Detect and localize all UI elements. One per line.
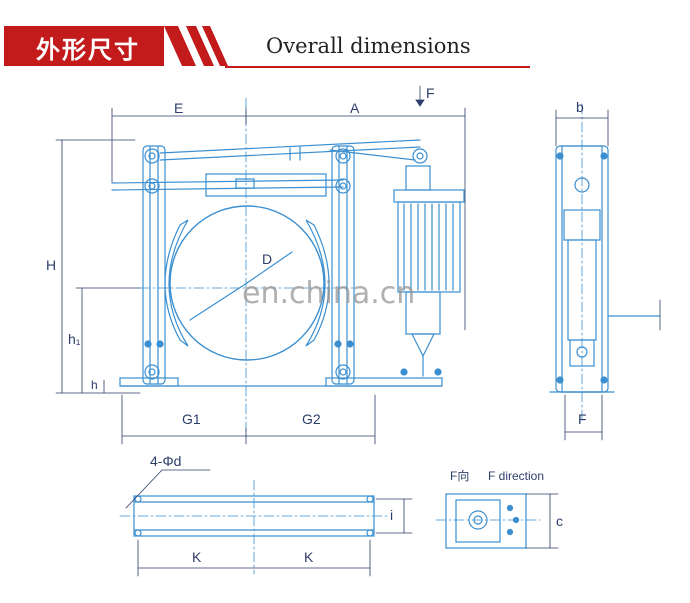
label-D: D — [262, 251, 272, 267]
watermark: en.china.cn — [242, 276, 416, 311]
side-view — [549, 103, 661, 421]
label-G1: G1 — [182, 411, 201, 427]
label-h1: h₁ — [68, 331, 81, 347]
label-hole: 4-Φd — [150, 453, 181, 469]
label-G2: G2 — [302, 411, 321, 427]
label-i: i — [390, 507, 393, 523]
header-banner — [4, 26, 164, 66]
header-underline — [225, 66, 530, 68]
header-title-cn: 外形尺寸 — [36, 35, 140, 64]
label-c: c — [556, 513, 563, 529]
label-F-arrow: F — [426, 85, 435, 101]
f-direction-dimension-lines — [525, 493, 559, 549]
label-F-bottom: F — [578, 411, 587, 427]
base-dimension-lines — [125, 469, 413, 577]
label-b: b — [576, 99, 584, 115]
f-direction-view — [435, 493, 541, 549]
label-A: A — [350, 100, 360, 116]
base-plan-view — [119, 479, 391, 575]
side-dimension-lines — [555, 109, 661, 441]
label-E: E — [174, 100, 183, 116]
front-view — [111, 97, 465, 441]
front-dimension-lines — [55, 85, 466, 445]
label-K-right: K — [304, 549, 314, 565]
label-f-dir-en: F direction — [488, 469, 544, 483]
label-K-left: K — [192, 549, 202, 565]
header-title-en: Overall dimensions — [266, 34, 471, 58]
label-f-dir-cn: F向 — [450, 468, 469, 483]
label-H: H — [46, 257, 56, 273]
label-h: h — [91, 378, 98, 392]
